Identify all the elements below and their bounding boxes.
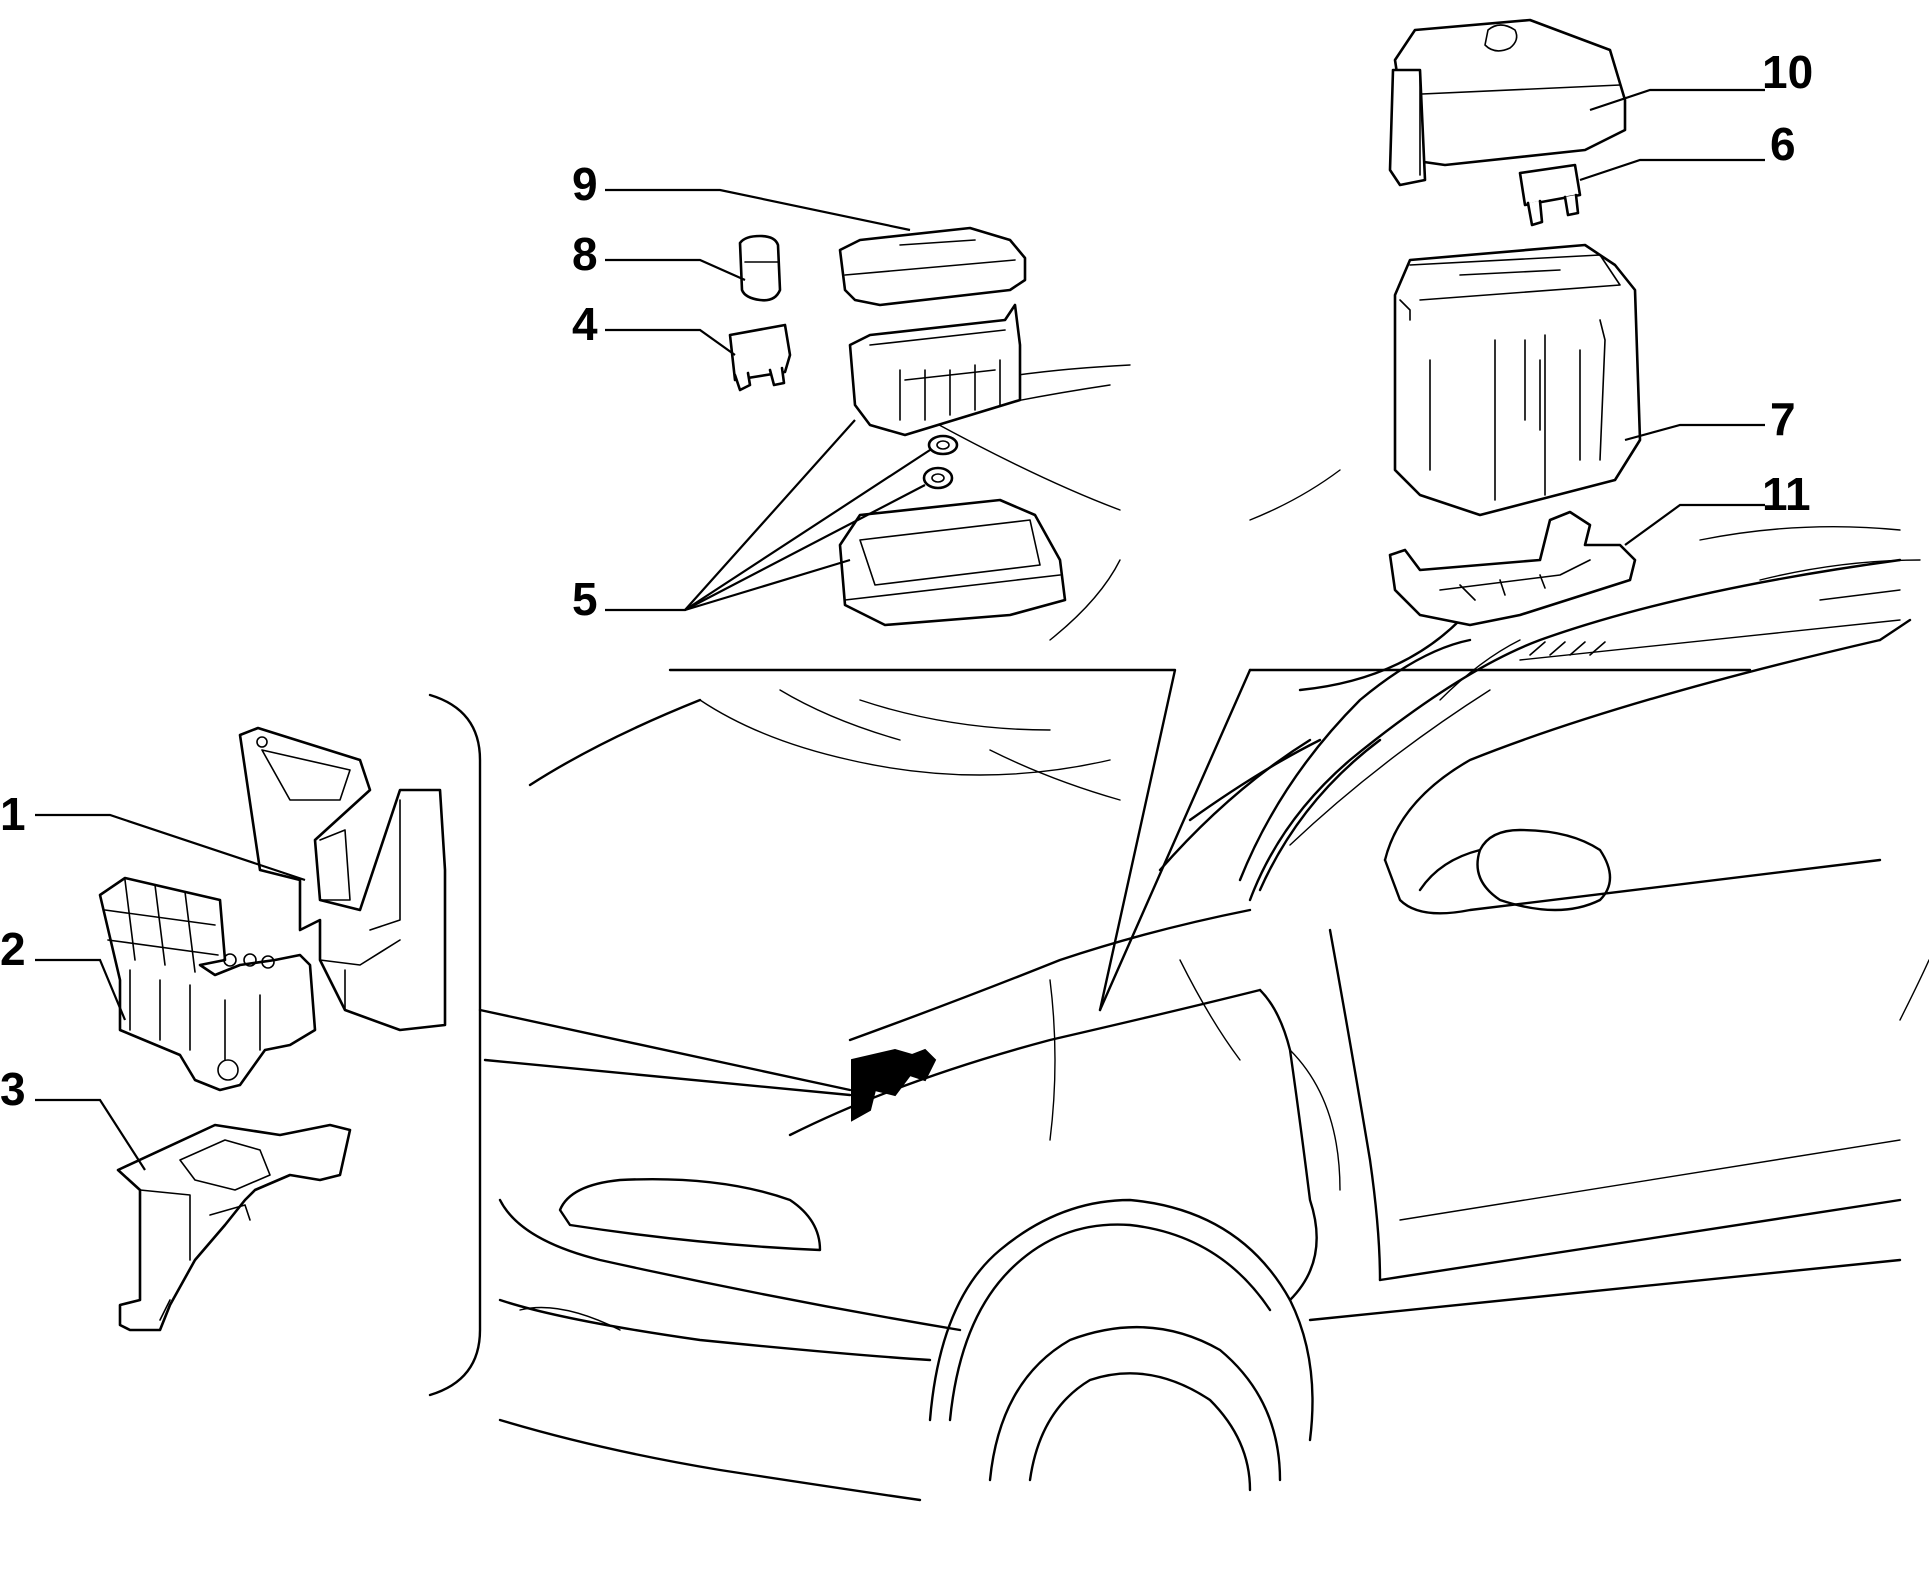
callout-11: 11 bbox=[1762, 468, 1811, 520]
part-6-relay-fuse bbox=[1518, 163, 1582, 227]
part-3-lower-bracket bbox=[116, 1123, 352, 1332]
callout-2: 2 bbox=[0, 923, 26, 975]
callout-3: 3 bbox=[0, 1063, 26, 1115]
part-2-fuse-holder bbox=[98, 876, 317, 1092]
callout-6: 6 bbox=[1770, 118, 1796, 170]
leader-lines bbox=[35, 88, 1765, 1171]
callout-1: 1 bbox=[0, 788, 26, 840]
part-5-fuse-box-assembly bbox=[838, 303, 1067, 627]
part-11-relay-box-base bbox=[1388, 510, 1637, 627]
callout-10: 10 bbox=[1762, 46, 1813, 98]
part-9-fuse-box-cover bbox=[838, 226, 1027, 307]
detail-separators bbox=[668, 668, 1752, 1012]
callout-8: 8 bbox=[572, 228, 598, 280]
car-outline bbox=[498, 364, 1929, 1502]
part-1-bracket-cover bbox=[238, 726, 447, 1032]
callout-4: 4 bbox=[572, 298, 598, 350]
fuse-box-location-marker bbox=[851, 1048, 937, 1122]
part-8-small-fuse bbox=[738, 234, 782, 302]
part-7-relay-box bbox=[1393, 243, 1642, 517]
callout-5: 5 bbox=[572, 573, 598, 625]
left-detail-frame bbox=[428, 693, 852, 1397]
callout-9: 9 bbox=[572, 158, 598, 210]
callout-7: 7 bbox=[1770, 393, 1796, 445]
callout-labels: 1 2 3 4 5 6 7 8 9 10 11 bbox=[0, 46, 1813, 1115]
part-4-blade-fuse bbox=[728, 323, 792, 392]
part-10-relay-box-cover bbox=[1388, 18, 1627, 187]
